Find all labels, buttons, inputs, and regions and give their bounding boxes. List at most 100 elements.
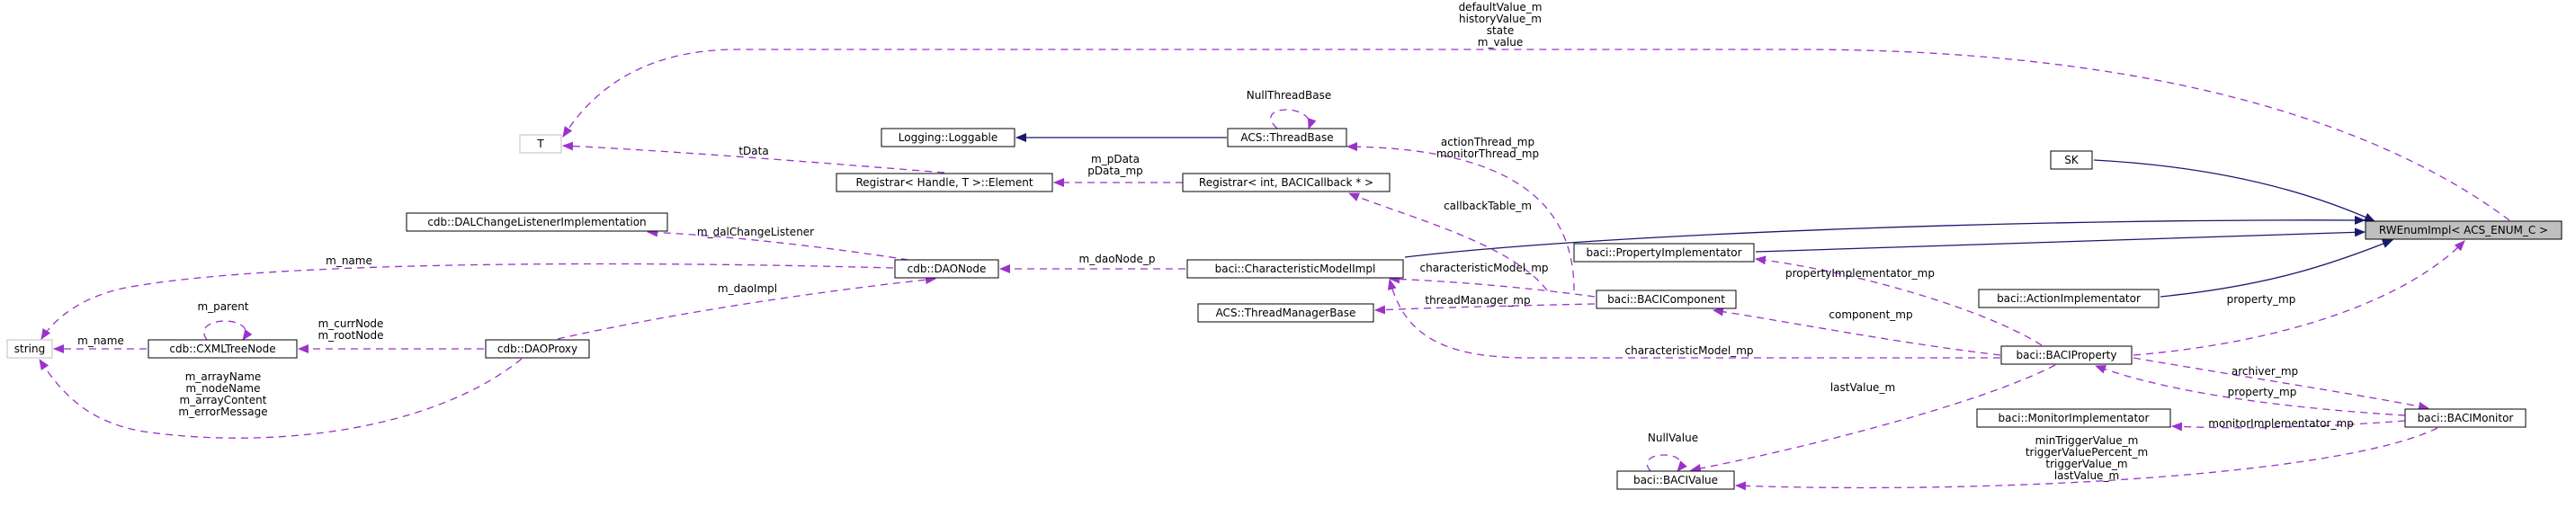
edge-label-text: characteristicModel_mp: [1624, 344, 1753, 357]
edge-label-string-daonode: m_name: [326, 254, 372, 267]
edge-label-text: NullValue: [1648, 432, 1698, 444]
edge-label-daonode-charmodel: m_daoNode_p: [1079, 253, 1156, 265]
edge-bacival-baciprop: [1690, 364, 2056, 473]
edge-bacicomp-baciprop: [1713, 307, 2001, 356]
edge-label-text: tData: [738, 145, 768, 157]
class-node-label: cdb::DAOProxy: [497, 343, 577, 355]
class-node-box: [2050, 150, 2093, 170]
edge-label-threadbase-self: NullThreadBase: [1247, 89, 1331, 102]
class-node-box: [2404, 408, 2527, 428]
class-node-box: [1978, 289, 2160, 308]
edge-bacival-bacimon: [1735, 427, 2438, 491]
edge-label-text: lastValue_m: [1830, 381, 1895, 394]
edge-label-text: m_dalChangeListener: [697, 226, 814, 238]
edge-label-dalcl-daonode: m_dalChangeListener: [697, 226, 814, 238]
edge-propimpl-baciprop: [1755, 255, 2043, 346]
class-node-label: T: [536, 138, 544, 150]
class-node-daoproxy[interactable]: cdb::DAOProxy: [485, 339, 590, 359]
edge-tmbase-bacicomp: [1374, 303, 1596, 315]
class-node-t[interactable]: T: [519, 134, 562, 154]
edge-string-daoproxy: [39, 358, 523, 439]
class-node-cxml[interactable]: cdb::CXMLTreeNode: [148, 339, 298, 359]
edge-label-baciprop-bacimon: archiver_mp: [2232, 365, 2298, 378]
class-node-reg_elem[interactable]: Registrar< Handle, T >::Element: [836, 173, 1053, 192]
edge-label-bacimon-baciprop: property_mp: [2228, 386, 2297, 398]
edge-label-text: m_name: [77, 334, 124, 347]
edge-label-text: m_parent: [197, 300, 248, 313]
class-node-box: [485, 339, 590, 359]
class-node-label: baci::PropertyImplementator: [1586, 246, 1741, 259]
class-node-box: [836, 173, 1053, 192]
edge-label-text: propertyImplementator_mp: [1785, 267, 1935, 280]
class-node-box: [1596, 290, 1737, 309]
edge-baciprop-rwenum: [2133, 240, 2465, 356]
class-node-bacival[interactable]: baci::BACIValue: [1616, 470, 1735, 490]
edge-label-cxml-self: m_parent: [197, 300, 248, 313]
edge-label-text: m_pData: [1091, 153, 1140, 165]
edge-propimpl-rwenum: [1755, 227, 2366, 253]
edge-t-reg_elem: [562, 141, 945, 174]
class-node-label: cdb::CXMLTreeNode: [169, 343, 275, 355]
edge-label-text: m_value: [1478, 36, 1523, 49]
class-node-sk[interactable]: SK: [2050, 150, 2093, 170]
class-node-label: SK: [2064, 154, 2080, 166]
edge-sk-rwenum: [2093, 159, 2375, 222]
edge-label-bacicomp-baciprop: component_mp: [1829, 308, 1912, 321]
class-node-loggable[interactable]: Logging::Loggable: [881, 128, 1015, 147]
class-node-propimpl[interactable]: baci::PropertyImplementator: [1573, 243, 1755, 263]
class-node-box: [1227, 128, 1347, 147]
edge-label-text: NullThreadBase: [1247, 89, 1331, 102]
edge-label-string-cxml: m_name: [77, 334, 124, 347]
edge-label-bacival-bacimon: minTriggerValue_mtriggerValuePercent_mtr…: [2026, 434, 2148, 482]
edge-charmodel-rwenum: [1404, 215, 2366, 258]
edge-label-string-daoproxy: m_arrayNamem_nodeNamem_arrayContentm_err…: [178, 370, 267, 418]
edge-baciprop-bacimon: [2133, 357, 2429, 411]
edge-t-rwenum: [562, 49, 2510, 221]
edge-threadbase-bacicomp: [1346, 142, 1575, 291]
class-node-label: Registrar< int, BACICallback * >: [1199, 176, 1373, 189]
class-node-bacicomp[interactable]: baci::BACIComponent: [1596, 290, 1737, 309]
class-node-dalcl[interactable]: cdb::DALChangeListenerImplementation: [406, 212, 668, 232]
edge-actionimpl-rwenum: [2160, 239, 2393, 298]
class-node-string[interactable]: string: [6, 339, 53, 359]
edge-label-bacival-baciprop: lastValue_m: [1830, 381, 1895, 394]
class-node-box: [1573, 243, 1755, 263]
edge-label-text: archiver_mp: [2232, 365, 2298, 378]
class-node-baciprop[interactable]: baci::BACIProperty: [2000, 345, 2133, 365]
edge-monimpl-bacimon: [2171, 420, 2406, 432]
edge-label-tmbase-bacicomp: threadManager_mp: [1425, 294, 1530, 307]
edge-label-baciprop-rwenum: property_mp: [2227, 293, 2296, 306]
class-node-monimpl[interactable]: baci::MonitorImplementator: [1976, 408, 2171, 428]
class-node-box: [1182, 173, 1391, 192]
class-node-reg_int[interactable]: Registrar< int, BACICallback * >: [1182, 173, 1391, 192]
edge-label-text: state: [1487, 24, 1514, 37]
class-node-threadbase[interactable]: ACS::ThreadBase: [1227, 128, 1347, 147]
edge-label-text: monitorThread_mp: [1436, 147, 1539, 160]
class-node-label: string: [14, 343, 45, 355]
edge-bacival-self: [1647, 454, 1687, 472]
edges-layer: [39, 49, 2510, 491]
edge-label-charmodel-baciprop: characteristicModel_mp: [1624, 344, 1753, 357]
class-node-box: [1197, 303, 1374, 323]
edge-dalcl-daonode: [647, 227, 909, 261]
class-node-daonode[interactable]: cdb::DAONode: [894, 259, 999, 279]
edge-label-text: callbackTable_m: [1444, 200, 1532, 212]
class-node-tmbase[interactable]: ACS::ThreadManagerBase: [1197, 303, 1374, 323]
edge-label-text: threadManager_mp: [1425, 294, 1530, 307]
edge-charmodel-bacicomp: [1389, 274, 1596, 298]
edge-label-text: m_arrayContent: [180, 394, 267, 406]
class-node-rwenum[interactable]: RWEnumImpl< ACS_ENUM_C >: [2365, 220, 2563, 240]
class-node-charmodel[interactable]: baci::CharacteristicModelImpl: [1186, 259, 1404, 279]
edge-label-text: lastValue_m: [2054, 469, 2119, 482]
class-node-bacimon[interactable]: baci::BACIMonitor: [2404, 408, 2527, 428]
class-node-box: [148, 339, 298, 359]
class-node-label: ACS::ThreadBase: [1240, 131, 1333, 144]
class-node-label: ACS::ThreadManagerBase: [1216, 307, 1356, 319]
class-node-actionimpl[interactable]: baci::ActionImplementator: [1978, 289, 2160, 308]
edge-label-text: property_mp: [2228, 386, 2297, 398]
